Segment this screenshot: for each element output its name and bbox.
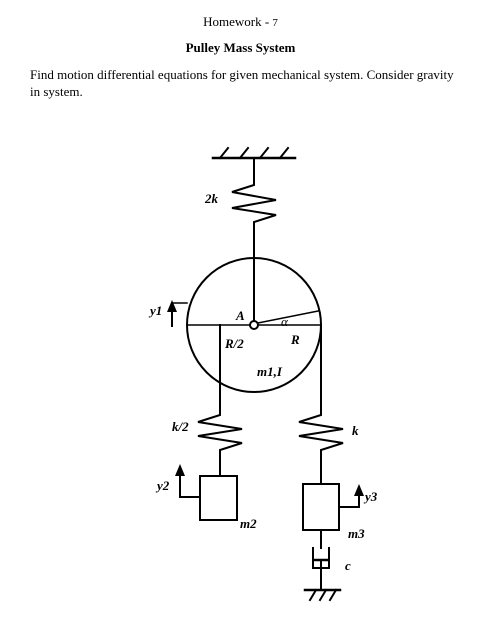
mass-m2-block — [199, 475, 238, 521]
problem-statement: Find motion differential equations for g… — [30, 67, 454, 99]
top-spring — [231, 157, 277, 321]
right-rope-spring — [298, 324, 344, 485]
page-title: Pulley Mass System — [185, 40, 296, 55]
y2-arrowhead — [175, 464, 185, 476]
left-rope-spring — [197, 324, 243, 477]
bottom-ground-support — [303, 588, 342, 602]
alpha-reference-line — [257, 310, 319, 324]
homework-number: 7 — [272, 17, 278, 29]
mass-m3-block — [302, 483, 340, 531]
y3-arrowhead — [354, 484, 364, 496]
pulley-center-pivot — [249, 320, 259, 330]
y1-arrowhead — [167, 300, 177, 312]
label-spring-right: k — [352, 423, 359, 438]
label-y3: y3 — [363, 489, 378, 504]
label-mass-m2: m2 — [240, 516, 257, 531]
label-center-a: A — [235, 308, 245, 323]
label-pulley-props: m1,I — [257, 364, 283, 379]
label-damper-c: c — [345, 558, 351, 573]
homework-label: Homework - — [203, 14, 273, 29]
label-spring-top: 2k — [204, 191, 219, 206]
label-mass-m3: m3 — [348, 526, 365, 541]
top-ground-support — [211, 146, 297, 160]
label-spring-left: k/2 — [172, 419, 189, 434]
y3-arrow — [338, 487, 360, 508]
label-radius-r: R — [290, 332, 300, 347]
label-radius-r-half: R/2 — [224, 336, 244, 351]
label-y1: y1 — [148, 303, 162, 318]
damper — [312, 529, 330, 591]
homework-heading: Homework - 7 — [0, 14, 481, 30]
label-alpha: α — [281, 314, 289, 329]
label-y2: y2 — [155, 478, 170, 493]
